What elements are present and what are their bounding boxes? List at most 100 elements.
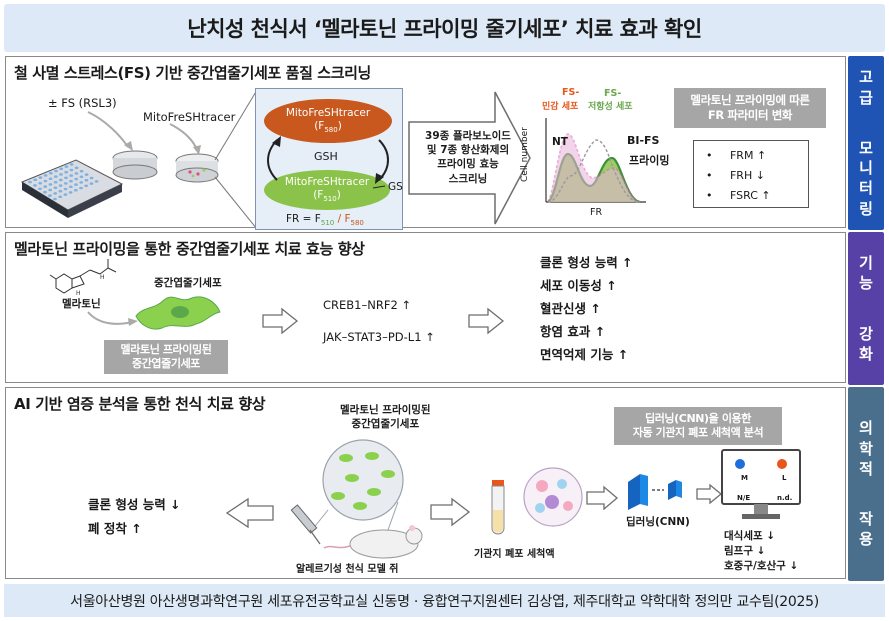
well (58, 189, 63, 193)
svg-text:H: H (76, 290, 81, 297)
well (68, 191, 73, 194)
well (79, 186, 83, 190)
result-lymphocyte: 림프구 ↓ (724, 545, 766, 557)
fs-sensitive-label: FS- (562, 87, 580, 99)
well (89, 176, 94, 180)
param-frh: FRH ↓ (729, 169, 765, 182)
side1-c6: 링 (859, 199, 873, 218)
well (58, 195, 63, 199)
screening-line-1: 39종 플라보노이드 (425, 130, 511, 142)
well (74, 183, 78, 186)
well (48, 177, 53, 181)
f510-prefix: (F (313, 189, 324, 202)
well (33, 184, 37, 187)
pathway-jak-stat3: JAK–STAT3–PD-L1 ↑ (323, 330, 435, 344)
screen-label-ne: N/E (737, 494, 751, 502)
well (59, 167, 64, 171)
msc-injection-illustration (290, 439, 423, 559)
well (54, 169, 58, 173)
well (58, 184, 63, 187)
well (69, 168, 74, 172)
well (63, 193, 68, 196)
well (53, 197, 57, 201)
effect-anti-inflammation: 항염 효과 ↑ (540, 324, 606, 339)
screen-label-l: L (782, 474, 787, 482)
well (33, 178, 38, 182)
nt-label: NT (552, 136, 568, 148)
melatonin-molecule-icon: H H (49, 259, 117, 297)
cnn-box-line-2: 자동 기관지 폐포 세척액 분석 (632, 426, 764, 439)
panel-medical-action: AI 기반 염증 분석을 통한 천식 치료 향상 (5, 387, 846, 579)
outcome-arrow (225, 497, 274, 529)
panel2-title: 멜라토닌 프라이밍을 통한 중간엽줄기세포 치료 효능 향상 (14, 240, 365, 258)
primed-msc-box: 멜라토닌 프라이밍된 중간엽줄기세포 (104, 340, 228, 374)
bi-fs-curve (547, 139, 641, 203)
svg-text:H: H (100, 274, 105, 281)
param-frm: FRM ↑ (729, 149, 767, 162)
panel-monitoring: 철 사멸 스트레스(FS) 기반 중간엽줄기세포 품질 스크리닝 (5, 56, 846, 228)
formula-idx2: 580 (350, 219, 364, 228)
well-plate-icon (20, 159, 124, 218)
well (53, 186, 58, 190)
well (69, 179, 73, 183)
tracer-name-top: MitoFreSHtracer (285, 107, 371, 120)
msc-label: 중간엽줄기세포 (154, 277, 222, 289)
tracer-f510-label: (F510) (313, 189, 341, 204)
side3-c4: 작 (859, 510, 873, 529)
well (73, 188, 78, 192)
fr-param-box: 멜라토닌 프라이밍에 따른 FR 파라미터 변화 (674, 88, 826, 128)
pathway-arrow-1 (262, 307, 299, 335)
side2-c3: 강 (859, 324, 873, 343)
well (63, 182, 68, 185)
side-label-enhancement: 기 능 강 화 (848, 232, 884, 385)
outcome-clone: 클론 형성 능력 ↓ (88, 497, 181, 512)
formula-prefix: FR = F (286, 213, 321, 225)
flow-arrows (87, 89, 258, 230)
fr-formula: FR = F510 / F580 (286, 213, 364, 227)
effect-angiogenesis: 혈관신생 ↑ (540, 301, 601, 316)
bi-fs-label: BI-FS (627, 134, 660, 147)
melatonin-label: 멜라토닌 (62, 298, 101, 310)
well (48, 188, 53, 192)
priming-label: 프라이밍 (629, 154, 670, 167)
tracer-mechanism-box: MitoFreSHtracer (F580) GSH MitoFreSHtrac… (255, 88, 403, 230)
well (84, 184, 89, 188)
param-item-frm: • FRM ↑ (706, 149, 767, 162)
tracer-label: MitoFreSHtracer (143, 110, 236, 124)
well (74, 172, 79, 175)
fs-resistant-text: 저항성 세포 (588, 102, 633, 112)
well (74, 166, 79, 170)
well (48, 183, 53, 186)
tracer-f580-ellipse: MitoFreSHtracer (F580) (264, 99, 392, 143)
petri-dish-icon (112, 150, 158, 180)
param-item-fsrc: • FSRC ↑ (706, 189, 771, 202)
pathway-creb1: CREB1–NRF2 ↑ (323, 298, 412, 312)
melatonin-arrow (87, 311, 138, 326)
redox-cycle-arrows (267, 136, 389, 189)
cnn-to-screen-arrow (696, 483, 723, 505)
panel3-title: AI 기반 염증 분석을 통한 천식 치료 향상 (14, 395, 266, 413)
well (79, 169, 84, 173)
balf-arrow (430, 497, 471, 527)
formula-idx1: 510 (320, 219, 335, 228)
param-fsrc: FSRC ↑ (729, 189, 771, 202)
side1-c1: 고 (859, 68, 873, 87)
screening-line-2: 및 7종 항산화제의 (426, 144, 510, 157)
well (84, 178, 89, 182)
well (69, 174, 74, 177)
outcome-lung: 폐 정착 ↑ (88, 521, 142, 536)
pathway-arrow-2 (468, 307, 505, 335)
plot-xlabel: FR (590, 207, 603, 218)
well (79, 181, 84, 184)
screen-label-m: M (741, 474, 748, 482)
cnn-box-line-1: 딥러닝(CNN)을 이용한 (644, 411, 751, 425)
tracer-f580-label: (F580) (314, 120, 342, 135)
side3-c5: 용 (859, 530, 873, 549)
footer-credits: 서울아산병원 아산생명과학연구원 세포유전공학교실 신동명 · 융합연구지원센터… (4, 584, 885, 617)
primed-label-line-2: 중간엽줄기세포 (351, 417, 420, 430)
fr-param-list (693, 140, 809, 208)
f580-prefix: (F (314, 120, 325, 133)
param-box-line-2: FR 파라미터 변화 (707, 108, 793, 122)
fs-sensitive-prefix: FS- (562, 87, 580, 98)
tracer-name-bottom: MitoFreSHtracer (284, 176, 370, 189)
